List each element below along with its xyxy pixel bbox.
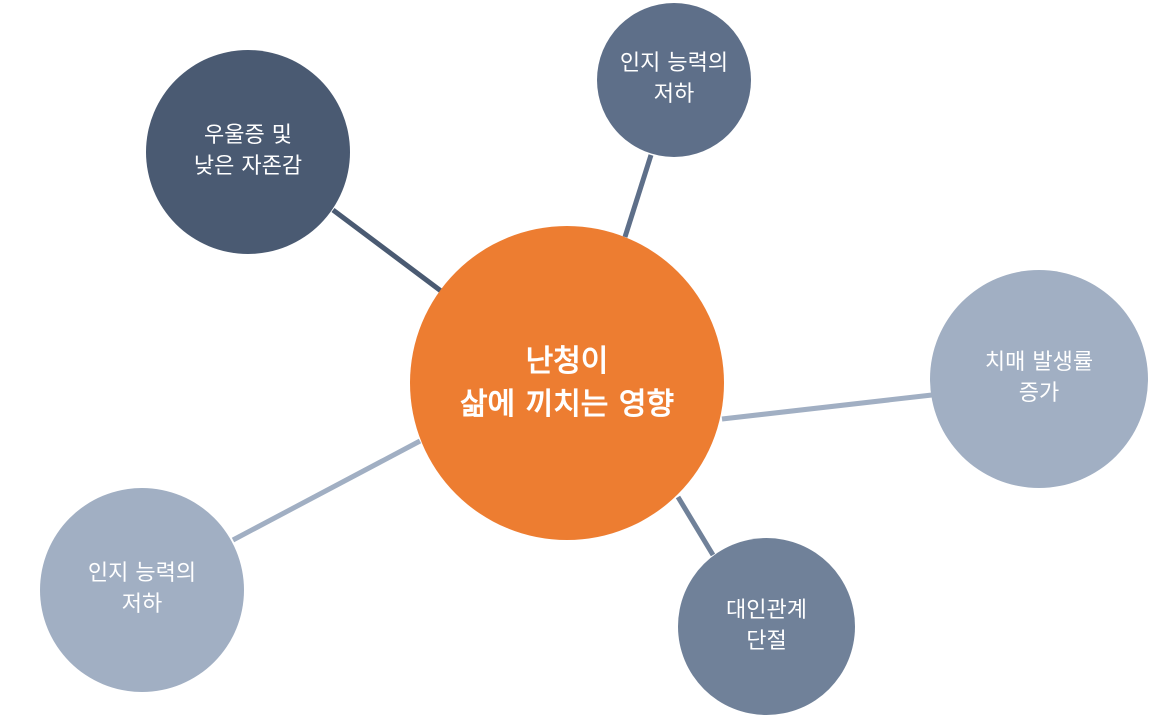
node-label-cognitive-top: 인지 능력의 저하 [619,51,729,107]
connector-right [721,392,933,422]
node-label-dementia: 치매 발생률 증가 [984,350,1094,406]
center-node: 난청이 삶에 끼치는 영향 [410,226,724,540]
node-label-cognitive-left: 인지 능력의 저하 [87,561,197,617]
node-dementia-increase: 치매 발생률 증가 [930,270,1148,488]
node-cognitive-decline-left: 인지 능력의 저하 [40,488,244,692]
connector-left [231,438,422,543]
connector-top-left [331,208,443,293]
node-label-depression: 우울증 및 낮은 자존감 [193,123,303,179]
node-label-social: 대인관계 단절 [726,597,807,654]
connector-bottom [675,495,716,557]
connector-top [622,154,654,238]
node-cognitive-decline-top: 인지 능력의 저하 [597,3,751,157]
center-node-label: 난청이 삶에 끼치는 영향 [459,343,675,423]
node-depression-low-self-esteem: 우울증 및 낮은 자존감 [146,50,350,254]
node-social-disconnection: 대인관계 단절 [678,538,855,715]
